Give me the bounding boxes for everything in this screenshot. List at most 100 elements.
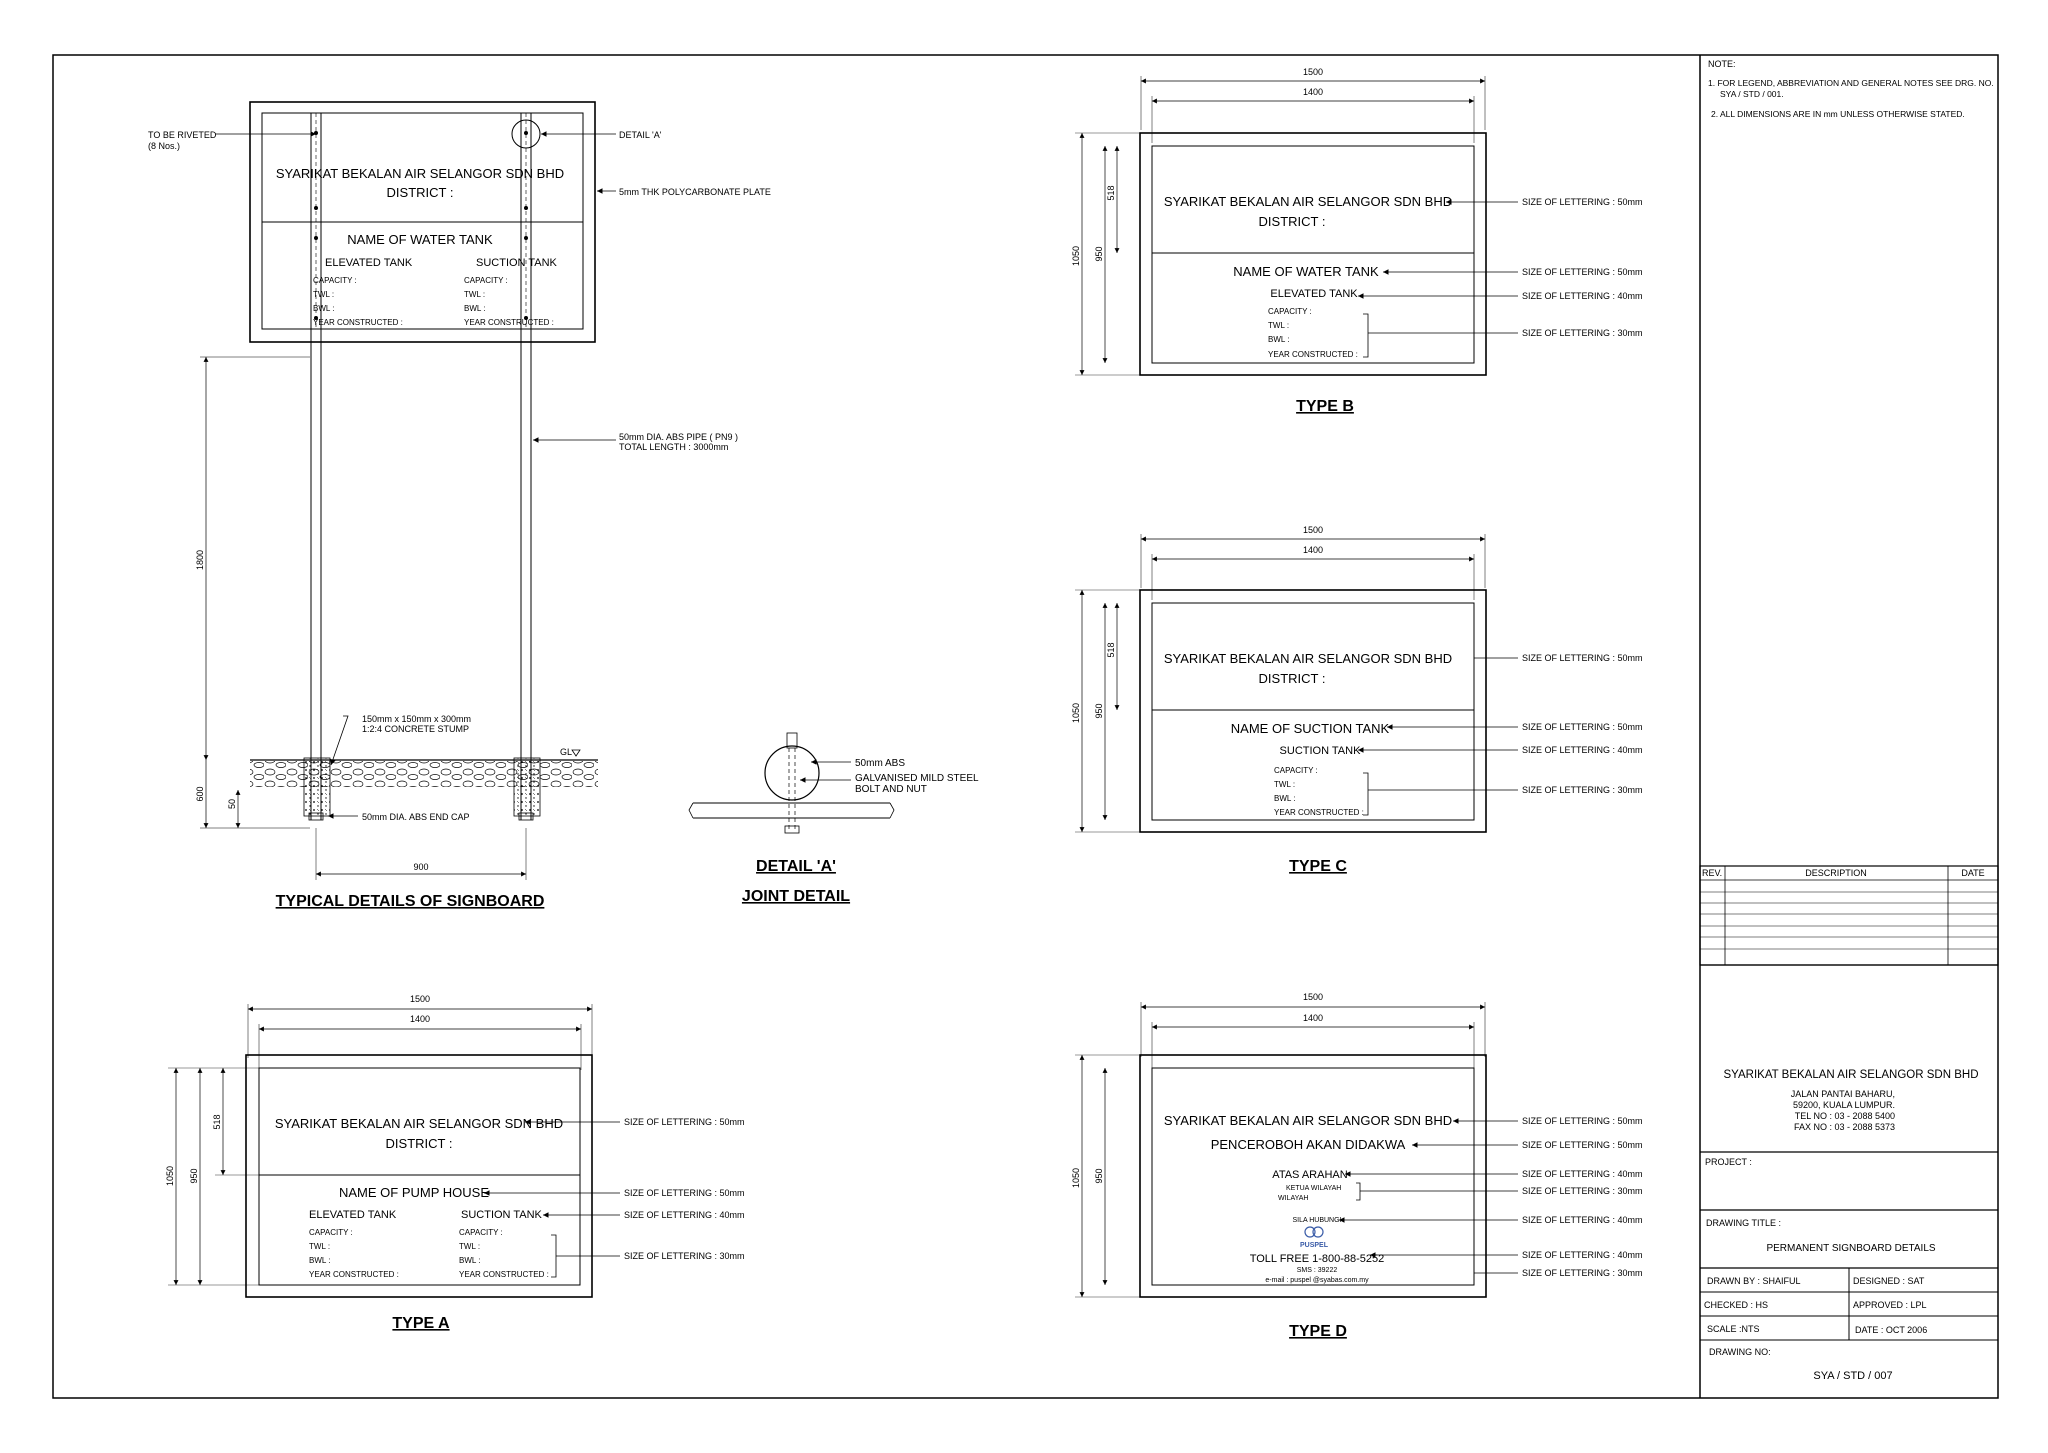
type-d-board-outer <box>1139 1054 1487 1298</box>
type-d-lettering: SIZE OF LETTERING : 40mm <box>1522 1169 1643 1179</box>
type-d-lettering: SIZE OF LETTERING : 40mm <box>1522 1250 1643 1260</box>
concrete-stump-right <box>513 757 541 817</box>
end-cap-callout: 50mm DIA. ABS END CAP <box>362 812 470 822</box>
dim-width-outer: 1500 <box>410 994 430 1004</box>
type-c-district: DISTRICT : <box>1259 671 1326 686</box>
pipe-callout: 50mm DIA. ABS PIPE ( PN9 ) <box>619 432 738 442</box>
detail-a-bolt2: BOLT AND NUT <box>855 784 927 795</box>
type-b-lettering: SIZE OF LETTERING : 50mm <box>1522 267 1643 277</box>
detail-a-subtitle: JOINT DETAIL <box>742 888 850 905</box>
dim-width-outer: 1500 <box>1303 525 1323 535</box>
revision-table <box>1699 865 1999 966</box>
date-header: DATE <box>1961 868 1984 878</box>
abs-pipe-section <box>764 745 820 801</box>
type-b-signboard: 1500 1400 1050 950 518 SYARIKAT BEKALAN … <box>1071 67 1643 415</box>
stump-callout: 150mm x 150mm x 300mm <box>362 714 471 724</box>
tb-date: DATE : OCT 2006 <box>1855 1325 1927 1335</box>
type-c-lettering: SIZE OF LETTERING : 30mm <box>1522 785 1643 795</box>
type-c-signboard: 1500 1400 1050 950 518 SYARIKAT BEKALAN … <box>1071 525 1643 875</box>
detail-a-callout: DETAIL 'A' <box>619 130 662 140</box>
type-d-title: TYPE D <box>1289 1323 1347 1340</box>
typical-field: YEAR CONSTRUCTED : <box>313 318 403 327</box>
type-b-field: BWL : <box>1268 335 1289 344</box>
type-d-lettering: SIZE OF LETTERING : 30mm <box>1522 1268 1643 1278</box>
dim-width-inner: 1400 <box>1303 87 1323 97</box>
typical-elevated: ELEVATED TANK <box>325 257 413 269</box>
pipe-length: TOTAL LENGTH : 3000mm <box>619 442 728 452</box>
dim-height-top: 518 <box>212 1114 222 1129</box>
typical-district: DISTRICT : <box>387 185 454 200</box>
puspel-logo-text: PUSPEL <box>1300 1242 1329 1249</box>
type-a-board-outer <box>245 1054 593 1298</box>
dim-height-outer: 1050 <box>1071 246 1081 266</box>
dim-height-inner: 950 <box>1094 703 1104 718</box>
type-a-elevated: ELEVATED TANK <box>309 1209 397 1221</box>
type-c-field: YEAR CONSTRUCTED : <box>1274 808 1364 817</box>
type-b-title: TYPE B <box>1296 398 1354 415</box>
type-d-lettering: SIZE OF LETTERING : 50mm <box>1522 1116 1643 1126</box>
soil-hatch <box>250 761 598 787</box>
typical-board-outer <box>249 101 596 343</box>
typical-field: CAPACITY : <box>464 276 508 285</box>
tb-address: FAX NO : 03 - 2088 5373 <box>1794 1122 1895 1132</box>
typical-field: BWL : <box>464 304 485 313</box>
type-b-lettering: SIZE OF LETTERING : 40mm <box>1522 291 1643 301</box>
type-a-field: YEAR CONSTRUCTED : <box>309 1270 399 1279</box>
dim-height-inner: 950 <box>1094 246 1104 261</box>
tb-address: TEL NO : 03 - 2088 5400 <box>1795 1111 1895 1121</box>
type-c-lettering: SIZE OF LETTERING : 40mm <box>1522 745 1643 755</box>
type-a-field: CAPACITY : <box>459 1228 503 1237</box>
detail-a-title: DETAIL 'A' <box>756 858 836 875</box>
tb-checked: CHECKED : HS <box>1704 1300 1768 1310</box>
type-c-lettering: SIZE OF LETTERING : 50mm <box>1522 722 1643 732</box>
dim-height-inner: 950 <box>189 1168 199 1183</box>
type-d-atas: ATAS ARAHAN <box>1272 1169 1347 1181</box>
dim-width-outer: 1500 <box>1303 992 1323 1002</box>
type-a-field: TWL : <box>309 1242 330 1251</box>
type-a-field: BWL : <box>459 1256 480 1265</box>
typical-suction: SUCTION TANK <box>476 257 558 269</box>
bolt-head <box>786 732 798 749</box>
type-c-field: CAPACITY : <box>1274 766 1318 775</box>
type-b-board-inner <box>1151 145 1475 364</box>
type-a-board-inner <box>258 1067 581 1286</box>
type-a-company: SYARIKAT BEKALAN AIR SELANGOR SDN BHD <box>275 1116 563 1131</box>
tb-approved: APPROVED : LPL <box>1853 1300 1927 1310</box>
type-a-name: NAME OF PUMP HOUSE <box>339 1185 489 1200</box>
puspel-logo: PUSPEL <box>1300 1226 1329 1249</box>
rev-header: REV. <box>1702 868 1722 878</box>
tb-drawing-no: SYA / STD / 007 <box>1813 1370 1892 1382</box>
detail-a-joint: 50mm ABS GALVANISED MILD STEEL BOLT AND … <box>688 732 979 905</box>
type-a-field: YEAR CONSTRUCTED : <box>459 1270 549 1279</box>
typical-title: TYPICAL DETAILS OF SIGNBOARD <box>276 893 545 910</box>
type-d-warning: PENCEROBOH AKAN DIDAKWA <box>1211 1137 1406 1152</box>
note-item: 1. FOR LEGEND, ABBREVIATION AND GENERAL … <box>1708 78 1994 88</box>
tb-project: PROJECT : <box>1705 1157 1752 1167</box>
type-b-company: SYARIKAT BEKALAN AIR SELANGOR SDN BHD <box>1164 194 1452 209</box>
type-c-lettering: SIZE OF LETTERING : 50mm <box>1522 653 1643 663</box>
type-c-field: TWL : <box>1274 780 1295 789</box>
dim-post-height: 1800 <box>195 550 205 570</box>
type-c-board-outer <box>1139 589 1487 833</box>
type-d-email: e-mail : puspel @syabas.com.my <box>1265 1277 1369 1284</box>
type-a-district: DISTRICT : <box>386 1136 453 1151</box>
typical-board-inner <box>261 112 584 330</box>
typical-field: CAPACITY : <box>313 276 357 285</box>
dim-height-inner: 950 <box>1094 1168 1104 1183</box>
tb-drawing-title-label: DRAWING TITLE : <box>1706 1218 1781 1228</box>
type-a-field: TWL : <box>459 1242 480 1251</box>
riveted-qty: (8 Nos.) <box>148 141 180 151</box>
dim-height-top: 518 <box>1106 642 1116 657</box>
type-c-board-inner <box>1151 602 1475 821</box>
type-d-lettering: SIZE OF LETTERING : 40mm <box>1522 1215 1643 1225</box>
detail-a-abs: 50mm ABS <box>855 758 905 769</box>
type-a-field: BWL : <box>309 1256 330 1265</box>
dim-height-outer: 1050 <box>1071 1168 1081 1188</box>
type-a-lettering: SIZE OF LETTERING : 30mm <box>624 1251 745 1261</box>
type-d-signboard: 1500 1400 1050 950 SYARIKAT BEKALAN AIR … <box>1071 992 1643 1340</box>
detail-a-circle <box>511 119 541 149</box>
type-d-ketua: KETUA WILAYAH <box>1286 1185 1341 1192</box>
dim-height-top: 518 <box>1106 185 1116 200</box>
